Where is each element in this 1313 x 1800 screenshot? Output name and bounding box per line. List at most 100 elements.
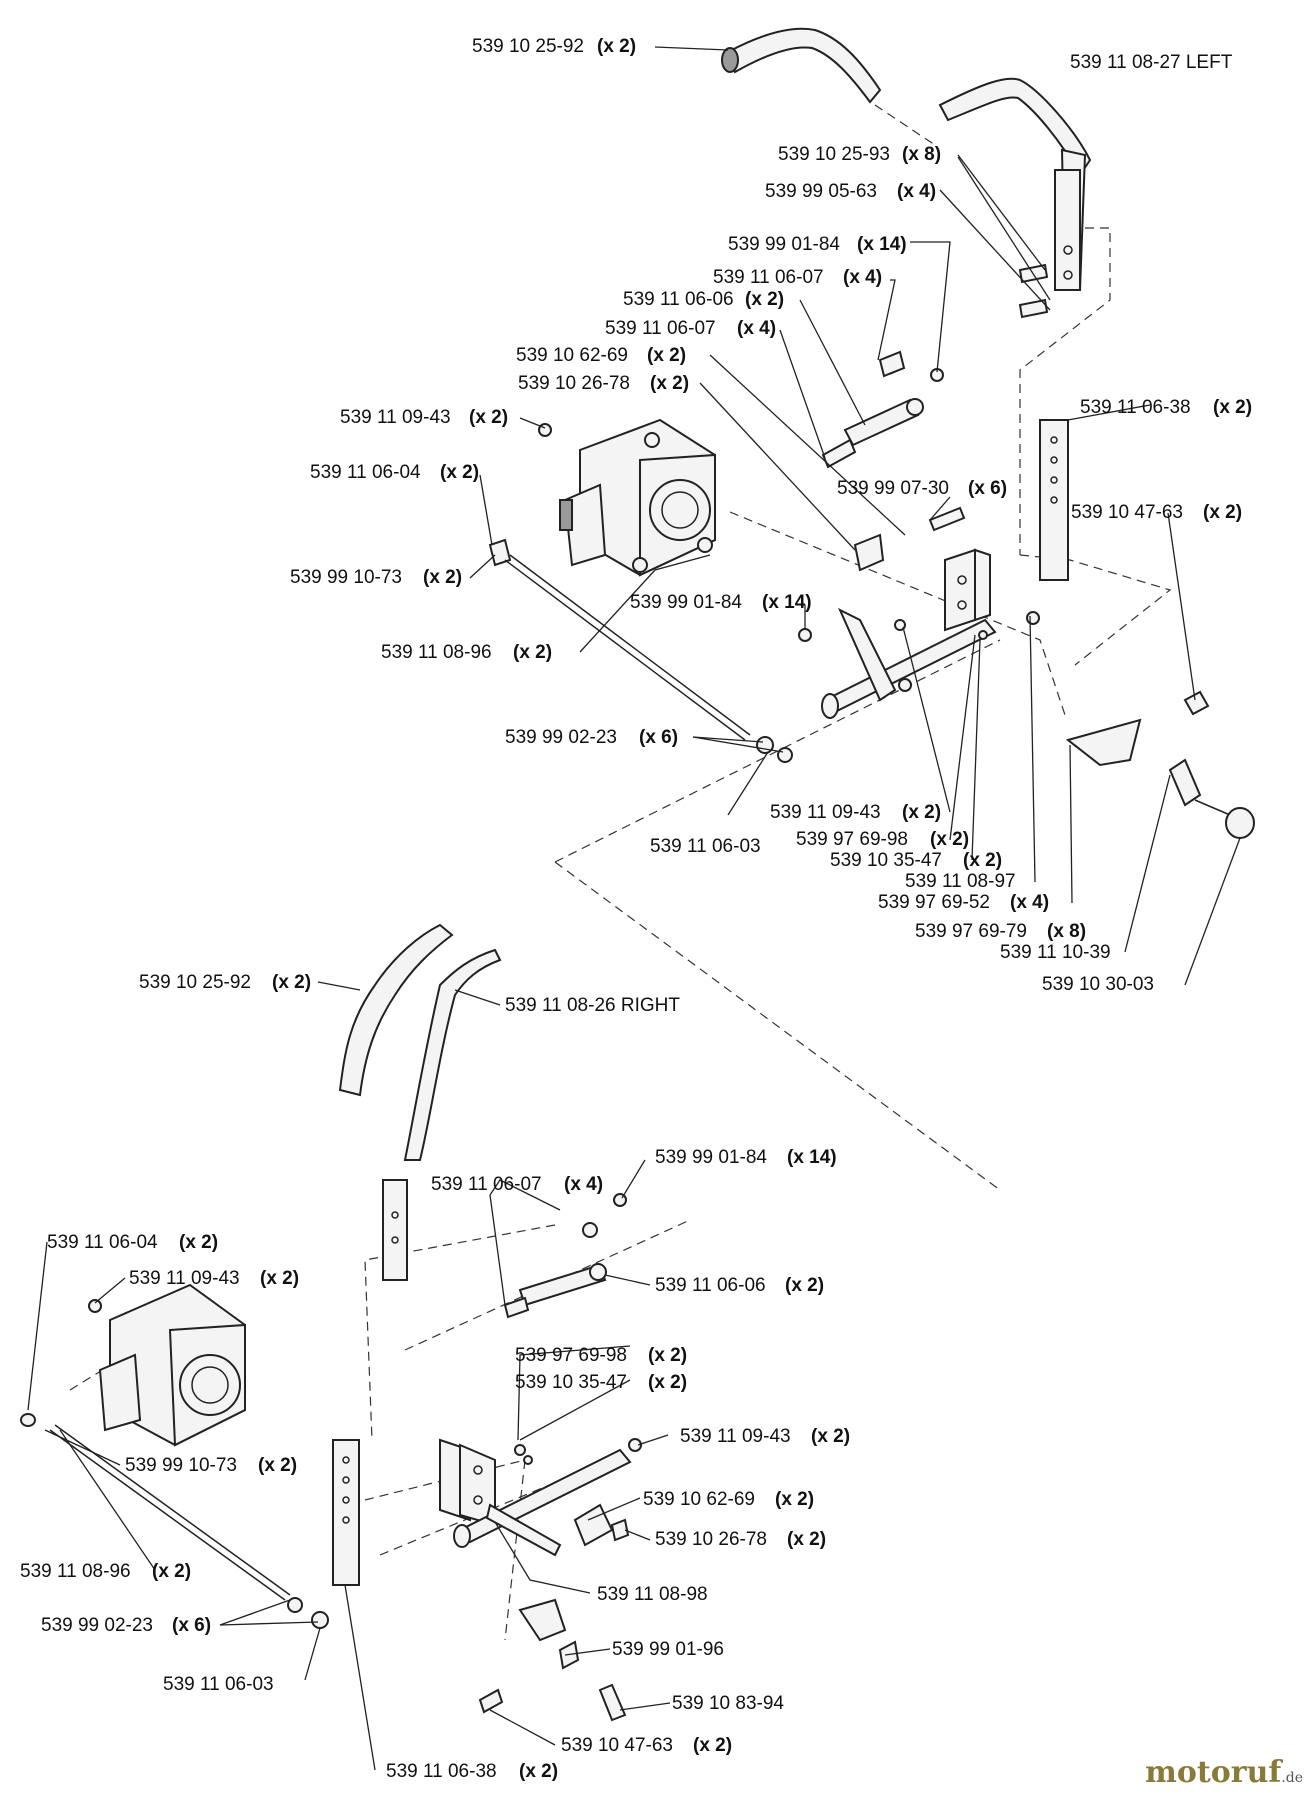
label-4-qty: (x 14) xyxy=(857,234,907,255)
label-38-part: 539 99 10-73 xyxy=(125,1455,237,1476)
bottom-pump xyxy=(88,1283,246,1447)
label-43-qty: (x 6) xyxy=(172,1615,211,1636)
top-small-parts xyxy=(798,506,1040,692)
label-35-qty: (x 2) xyxy=(648,1345,687,1366)
label-1-part: 539 11 08-27 LEFT xyxy=(1070,52,1233,73)
label-2-part: 539 10 25-93 xyxy=(778,144,890,165)
label-37-qty: (x 2) xyxy=(811,1426,850,1447)
label-34-part: 539 11 06-06 xyxy=(655,1275,766,1296)
label-41-part: 539 11 08-96 xyxy=(20,1561,131,1582)
label-19-part: 539 11 09-43 xyxy=(770,802,881,823)
label-11-qty: (x 2) xyxy=(1213,397,1252,418)
bottom-vertical-post xyxy=(332,1439,360,1586)
label-26-part: 539 11 10-39 xyxy=(1000,942,1111,963)
label-15-qty: (x 2) xyxy=(423,567,462,588)
bottom-handle-grip xyxy=(338,923,454,1097)
label-3-part: 539 99 05-63 xyxy=(765,181,877,202)
label-20-part: 539 97 69-98 xyxy=(796,829,908,850)
leader-lines xyxy=(27,46,1241,1771)
label-12-qty: (x 2) xyxy=(440,462,479,483)
label-33-qty: (x 2) xyxy=(260,1268,299,1289)
label-36-qty: (x 2) xyxy=(648,1372,687,1393)
label-7-qty: (x 4) xyxy=(737,318,776,339)
label-5-qty: (x 4) xyxy=(843,267,882,288)
label-21-part: 539 11 06-03 xyxy=(650,836,761,857)
top-vertical-post xyxy=(1039,419,1069,581)
label-38-qty: (x 2) xyxy=(258,1455,297,1476)
label-45-part: 539 11 06-03 xyxy=(163,1674,274,1695)
label-41-qty: (x 2) xyxy=(152,1561,191,1582)
label-9-qty: (x 2) xyxy=(650,373,689,394)
label-30-part: 539 99 01-84 xyxy=(655,1147,767,1168)
label-31-qty: (x 4) xyxy=(564,1174,603,1195)
label-0-qty: (x 2) xyxy=(597,36,636,57)
label-24-part: 539 97 69-52 xyxy=(878,892,990,913)
label-40-part: 539 10 26-78 xyxy=(655,1529,767,1550)
label-29-part: 539 11 08-26 RIGHT xyxy=(505,995,680,1016)
bottom-plate-and-bolt xyxy=(478,1598,627,1722)
top-damper xyxy=(821,398,924,469)
label-17-qty: (x 2) xyxy=(513,642,552,663)
label-5-part: 539 11 06-07 xyxy=(713,267,824,288)
label-33-part: 539 11 09-43 xyxy=(129,1268,240,1289)
label-18-qty: (x 6) xyxy=(639,727,678,748)
top-left-handle-bar xyxy=(938,77,1092,291)
top-bolts xyxy=(878,263,1049,382)
top-left-handle-grip xyxy=(721,27,882,104)
label-22-part: 539 10 35-47 xyxy=(830,850,942,871)
label-39-qty: (x 2) xyxy=(775,1489,814,1510)
label-12-part: 539 11 06-04 xyxy=(310,462,421,483)
label-15-part: 539 99 10-73 xyxy=(290,567,402,588)
label-27-part: 539 10 30-03 xyxy=(1042,974,1154,995)
label-10-part: 539 11 09-43 xyxy=(340,407,451,428)
label-16-part: 539 99 01-84 xyxy=(630,592,742,613)
bottom-mount-bracket xyxy=(439,1438,632,1557)
top-plate-and-spring xyxy=(1065,690,1255,839)
label-3-qty: (x 4) xyxy=(897,181,936,202)
part-labels: 539 10 25-92 (x 2) 539 11 08-27 LEFT 539… xyxy=(20,36,1252,1782)
label-34-qty: (x 2) xyxy=(785,1275,824,1296)
label-48-part: 539 11 06-38 xyxy=(386,1761,497,1782)
label-48-qty: (x 2) xyxy=(519,1761,558,1782)
top-pump xyxy=(538,418,716,577)
label-0-part: 539 10 25-92 xyxy=(472,36,584,57)
label-47-part: 539 10 47-63 xyxy=(561,1735,673,1756)
watermark-tld: .de xyxy=(1281,1770,1303,1786)
label-14-part: 539 10 47-63 xyxy=(1071,502,1183,523)
label-36-part: 539 10 35-47 xyxy=(515,1372,627,1393)
label-31-part: 539 11 06-07 xyxy=(431,1174,542,1195)
bottom-lever-block xyxy=(573,1438,642,1547)
bottom-right-handle-bar xyxy=(382,948,502,1281)
label-4-part: 539 99 01-84 xyxy=(728,234,840,255)
label-8-part: 539 10 62-69 xyxy=(516,345,628,366)
label-6-part: 539 11 06-06 xyxy=(623,289,734,310)
label-10-qty: (x 2) xyxy=(469,407,508,428)
label-44-part: 539 99 01-96 xyxy=(612,1639,724,1660)
label-16-qty: (x 14) xyxy=(762,592,812,613)
label-11-part: 539 11 06-38 xyxy=(1080,397,1191,418)
label-47-qty: (x 2) xyxy=(693,1735,732,1756)
label-25-part: 539 97 69-79 xyxy=(915,921,1027,942)
label-32-part: 539 11 06-04 xyxy=(47,1232,158,1253)
label-25-qty: (x 8) xyxy=(1047,921,1086,942)
label-9-part: 539 10 26-78 xyxy=(518,373,630,394)
label-28-part: 539 10 25-92 xyxy=(139,972,251,993)
bottom-damper xyxy=(503,1193,627,1319)
label-42-part: 539 11 08-98 xyxy=(597,1584,708,1605)
label-40-qty: (x 2) xyxy=(787,1529,826,1550)
label-28-qty: (x 2) xyxy=(272,972,311,993)
label-23-part: 539 11 08-97 xyxy=(905,871,1016,892)
label-43-part: 539 99 02-23 xyxy=(41,1615,153,1636)
label-37-part: 539 11 09-43 xyxy=(680,1426,791,1447)
label-13-part: 539 99 07-30 xyxy=(837,478,949,499)
watermark-logo: motoruf.de xyxy=(1145,1755,1303,1790)
label-46-part: 539 10 83-94 xyxy=(672,1693,784,1714)
label-8-qty: (x 2) xyxy=(647,345,686,366)
label-20-qty: (x 2) xyxy=(930,829,969,850)
label-7-part: 539 11 06-07 xyxy=(605,318,716,339)
label-13-qty: (x 6) xyxy=(968,478,1007,499)
label-35-part: 539 97 69-98 xyxy=(515,1345,627,1366)
label-18-part: 539 99 02-23 xyxy=(505,727,617,748)
label-6-qty: (x 2) xyxy=(745,289,784,310)
